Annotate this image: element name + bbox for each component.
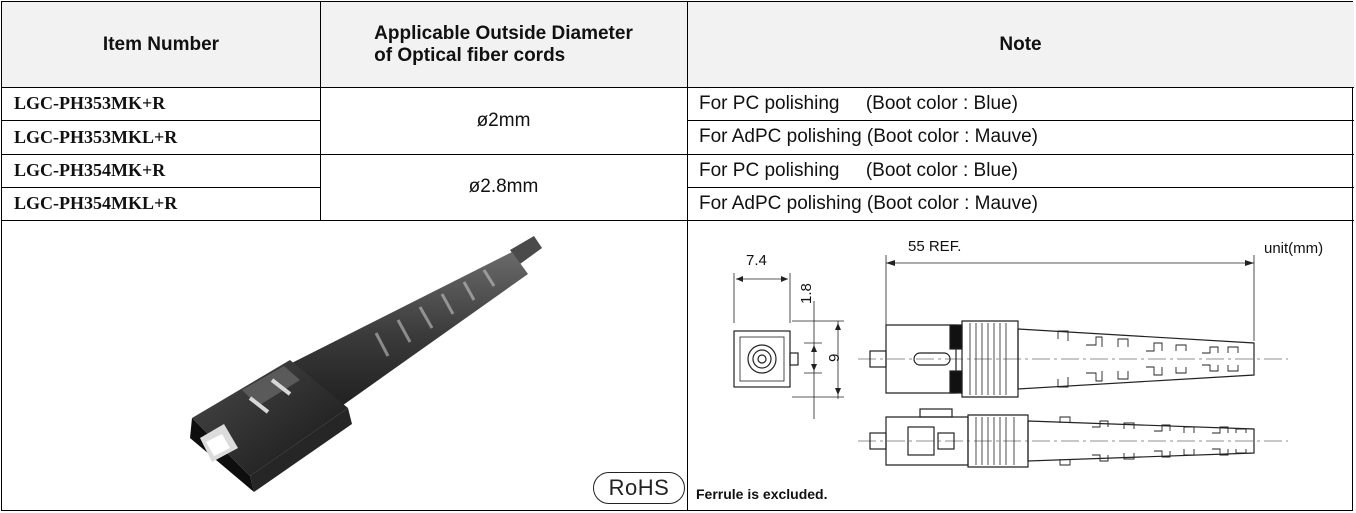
note-text: For PC polishing (Boot color : Blue) (699, 92, 1018, 114)
item-number-cell: LGC-PH354MK+R (2, 154, 320, 187)
note-text: For PC polishing (Boot color : Blue) (699, 159, 1018, 181)
diameter-value: ø2mm (476, 109, 531, 131)
item-number-cell: LGC-PH353MK+R (2, 87, 320, 120)
header-note: Note (687, 2, 1354, 87)
diameter-cell: ø2.8mm (320, 154, 687, 220)
item-number: LGC-PH353MKL+R (14, 126, 178, 147)
note-cell: For PC polishing (Boot color : Blue) (687, 87, 1354, 120)
item-number-cell: LGC-PH353MKL+R (2, 120, 320, 154)
rohs-badge-text: RoHS (608, 475, 670, 500)
header-item-number-text: Item Number (102, 33, 220, 55)
grid-line (2, 120, 320, 121)
item-number: LGC-PH354MKL+R (14, 193, 178, 213)
note-cell: For AdPC polishing (Boot color : Mauve) (687, 187, 1354, 220)
note-text: For AdPC polishing (Boot color : Mauve) (699, 192, 1038, 214)
header-item-number: Item Number (2, 2, 320, 87)
dimension-offset: 1.8 (798, 283, 815, 304)
header-diameter-text: Applicable Outside Diameter of Optical f… (374, 22, 633, 66)
note-text: For AdPC polishing (Boot color : Mauve) (699, 126, 1038, 147)
unit-label: unit(mm) (1264, 240, 1324, 257)
grid-line (2, 87, 1354, 88)
item-number: LGC-PH353MK+R (14, 93, 166, 113)
item-number-cell: LGC-PH354MKL+R (2, 187, 320, 220)
header-diameter: Applicable Outside Diameter of Optical f… (320, 2, 687, 87)
grid-line (687, 2, 688, 510)
item-number: LGC-PH354MK+R (14, 160, 166, 180)
diameter-cell: ø2mm (320, 87, 687, 154)
dimension-width: 7.4 (746, 252, 767, 269)
grid-line (2, 154, 1354, 155)
diameter-value: ø2.8mm (468, 176, 539, 197)
ferrule-footnote: Ferrule is excluded. (696, 486, 828, 502)
grid-line (687, 187, 1354, 188)
header-note-text: Note (999, 33, 1042, 55)
note-cell: For AdPC polishing (Boot color : Mauve) (687, 120, 1354, 154)
grid-line (2, 220, 1354, 221)
grid-line (687, 120, 1354, 121)
sc-connector-photo-icon (190, 236, 542, 492)
grid-line (2, 187, 320, 188)
dimension-length: 55 REF. (908, 238, 962, 255)
connector-drawing-icon (733, 255, 1288, 468)
grid-line (320, 2, 321, 220)
note-cell: For PC polishing (Boot color : Blue) (687, 154, 1354, 187)
rohs-badge: RoHS (593, 472, 685, 504)
dimension-height: 9 (826, 353, 843, 362)
